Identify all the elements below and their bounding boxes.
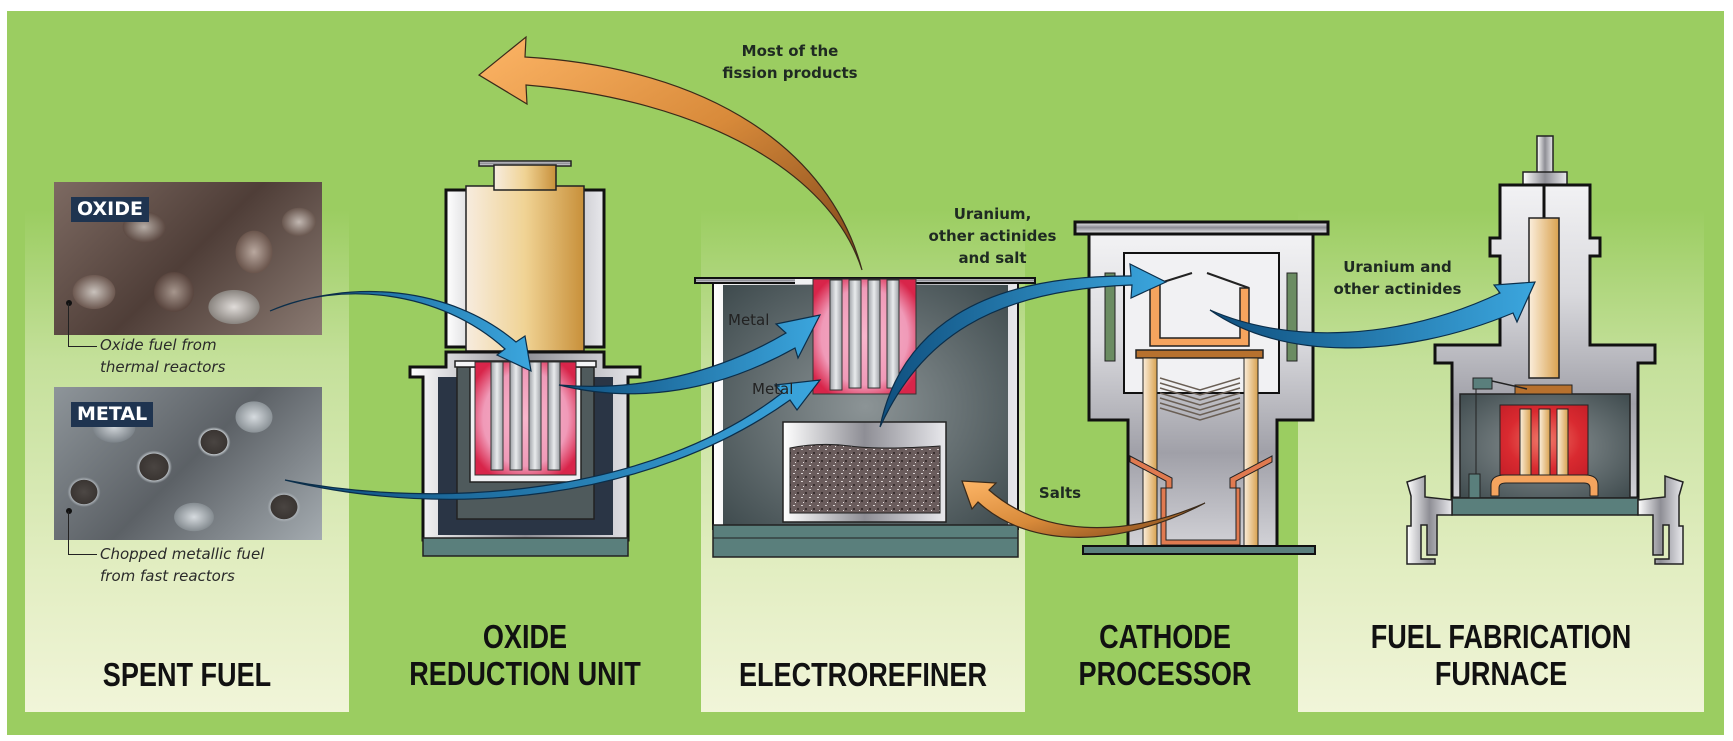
- salts-return-arrow: [961, 480, 1206, 538]
- oxide-tag: OXIDE: [71, 197, 149, 222]
- stage-title-cathode-processor: CATHODE PROCESSOR: [1063, 618, 1268, 692]
- fuel-fabrication-furnace-unit: [1406, 135, 1684, 565]
- metal-caption-line1: Chopped metallic fuel: [100, 545, 265, 563]
- stage-title-cathode-processor-line2: PROCESSOR: [1078, 655, 1252, 692]
- uranium-salt-label-line3: and salt: [958, 249, 1027, 267]
- metal-label-lower: Metal: [752, 380, 794, 398]
- stage-title-oxide-reduction: OXIDE REDUCTION UNIT: [390, 618, 661, 692]
- stage-title-fuel-fabrication-line1: FUEL FABRICATION: [1370, 618, 1632, 655]
- oxide-leader-dot: [66, 300, 72, 306]
- stage-title-oxide-reduction-line2: REDUCTION UNIT: [409, 655, 641, 692]
- uranium-actinides-label-line1: Uranium and: [1343, 258, 1452, 276]
- metal-caption: Chopped metallic fuel from fast reactors: [100, 543, 264, 587]
- oxide-to-reduction-arrow: [269, 290, 532, 373]
- stage-title-oxide-reduction-line1: OXIDE: [482, 618, 568, 655]
- metal-label-upper: Metal: [728, 311, 770, 329]
- fission-products-arrow: [477, 35, 863, 271]
- stage-title-cathode-processor-line1: CATHODE: [1099, 618, 1231, 655]
- cathode-processor-unit: [1073, 220, 1330, 555]
- fission-products-label-line2: fission products: [722, 64, 858, 82]
- fission-products-label: Most of the fission products: [690, 40, 890, 84]
- stage-title-electrorefiner: ELECTROREFINER: [738, 656, 988, 693]
- oxide-reduction-unit: [408, 160, 642, 557]
- metal-leader-dot: [66, 508, 72, 514]
- metal-tag: METAL: [71, 402, 154, 427]
- cathode-to-furnace-arrow: [1209, 281, 1536, 349]
- oxide-caption-line1: Oxide fuel from: [100, 336, 217, 354]
- uranium-salt-label: Uranium, other actinides and salt: [920, 203, 1065, 269]
- stage-title-fuel-fabrication: FUEL FABRICATION FURNACE: [1335, 618, 1668, 692]
- metal-to-electrorefiner-arrow: [284, 379, 822, 500]
- uranium-actinides-label: Uranium and other actinides: [1325, 256, 1470, 300]
- uranium-salt-label-line1: Uranium,: [953, 205, 1032, 223]
- salts-label: Salts: [1038, 484, 1082, 502]
- metal-fuel-photo: METAL: [54, 387, 322, 540]
- uranium-actinides-label-line2: other actinides: [1333, 280, 1462, 298]
- oxide-caption-line2: thermal reactors: [100, 358, 226, 376]
- electrorefiner-to-cathode-arrow: [879, 262, 1168, 428]
- oxide-caption: Oxide fuel from thermal reactors: [100, 334, 225, 378]
- reduction-to-electrorefiner-arrow: [558, 314, 822, 395]
- stage-title-spent-fuel: SPENT FUEL: [102, 656, 272, 693]
- oxide-leader-line: [68, 303, 97, 347]
- metal-leader-line: [68, 511, 97, 555]
- uranium-salt-label-line2: other actinides: [928, 227, 1057, 245]
- fission-products-label-line1: Most of the: [741, 42, 839, 60]
- oxide-fuel-photo: OXIDE: [54, 182, 322, 335]
- stage-title-fuel-fabrication-line2: FURNACE: [1434, 655, 1568, 692]
- metal-caption-line2: from fast reactors: [100, 567, 235, 585]
